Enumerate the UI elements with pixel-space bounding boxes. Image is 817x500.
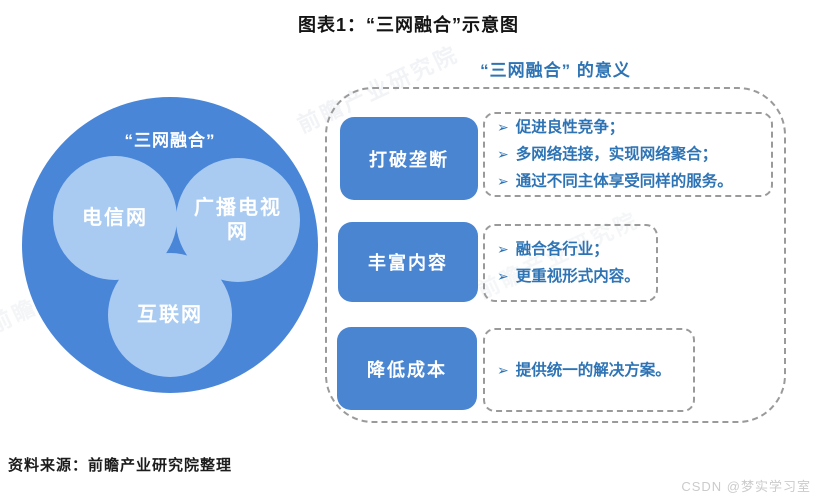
bullet-text: 通过不同主体享受同样的服务。 [515,173,733,190]
arrow-bullet-icon: ➢ [497,268,509,284]
page-title: 图表1：“三网融合”示意图 [297,15,519,35]
label-box-enrich-content-text: 丰富内容 [368,253,448,273]
bullet-item: ➢ 多网络连接，实现网络聚合； [497,141,763,168]
bullet-item: ➢ 通过不同主体享受同样的服务。 [497,168,763,195]
bullet-text: 多网络连接，实现网络聚合； [515,146,718,163]
bullet-item: ➢ 促进良性竞争； [497,114,763,141]
arrow-bullet-icon: ➢ [497,241,509,257]
bullet-text: 融合各行业； [515,241,609,258]
venn-title: “三网融合” [124,131,216,150]
label-box-reduce-cost: 降低成本 [337,327,477,410]
bullet-item: ➢ 提供统一的解决方案。 [497,357,685,384]
label-box-break-monopoly: 打破垄断 [340,117,478,200]
arrow-bullet-icon: ➢ [497,146,509,162]
venn-circle-telecom-label: 电信网 [82,207,148,229]
arrow-bullet-icon: ➢ [497,173,509,189]
csdn-watermark: CSDN @梦实学习室 [681,479,811,494]
bullet-text: 促进良性竞争； [515,119,625,136]
label-box-break-monopoly-text: 打破垄断 [369,149,449,170]
venn-circle-broadcast-label: 广播电视网 [194,197,282,243]
source-note: 资料来源：前瞻产业研究院整理 [8,457,233,474]
arrow-bullet-icon: ➢ [497,361,509,378]
panel-title: “三网融合” 的意义 [480,61,631,80]
bullet-box-reduce-cost: ➢ 提供统一的解决方案。 [483,328,695,412]
bullet-box-enrich-content: ➢ 融合各行业； ➢ 更重视形式内容。 [483,224,658,302]
bullet-item: ➢ 融合各行业； [497,236,648,263]
bullet-text: 提供统一的解决方案。 [515,361,671,379]
venn-circle-internet-label: 互联网 [137,304,203,326]
label-box-reduce-cost-text: 降低成本 [367,359,447,380]
bullet-text: 更重视形式内容。 [515,268,640,285]
panel-outer-frame [325,87,786,423]
arrow-bullet-icon: ➢ [497,119,509,135]
venn-circle-internet: 互联网 [108,253,232,377]
bullet-item: ➢ 更重视形式内容。 [497,263,648,290]
label-box-enrich-content: 丰富内容 [338,222,478,302]
bullet-box-break-monopoly: ➢ 促进良性竞争； ➢ 多网络连接，实现网络聚合； ➢ 通过不同主体享受同样的服… [483,112,773,197]
